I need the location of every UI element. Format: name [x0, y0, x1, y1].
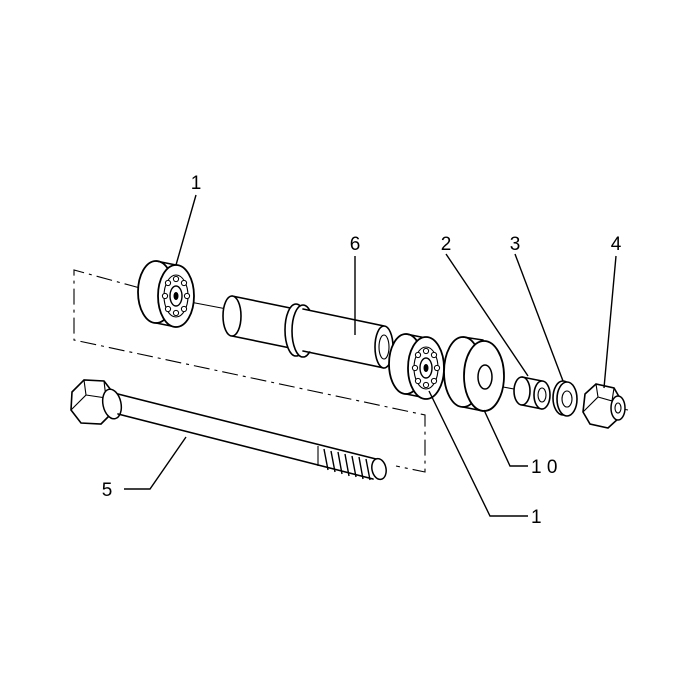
- bearing-part-1-left: [137, 260, 195, 328]
- leader-part-5: [124, 436, 187, 490]
- leader-part-2: [445, 253, 529, 377]
- sleeve-part-6: [222, 295, 394, 369]
- bolt-part-5: [70, 379, 387, 481]
- bearing-part-1-right: [388, 333, 445, 400]
- callout-part-4: 4: [611, 234, 622, 255]
- alignment-frame: [73, 269, 426, 473]
- spacer-part-2: [502, 376, 551, 410]
- callout-part-10: 1 0: [531, 457, 557, 478]
- leader-part-10: [483, 409, 528, 467]
- leader-part-4: [603, 255, 617, 389]
- leader-part-1-bottom: [428, 390, 528, 517]
- nut-part-4: [582, 383, 626, 429]
- callout-part-3: 3: [510, 234, 521, 255]
- callout-part-1-top: 1: [191, 173, 202, 194]
- leader-part-3: [514, 253, 564, 382]
- callout-part-2: 2: [441, 234, 452, 255]
- leader-lines: [124, 194, 617, 517]
- washer-part-3: [552, 380, 578, 417]
- bushing-part-10: [443, 336, 505, 412]
- callout-part-5: 5: [102, 480, 113, 501]
- leader-part-1-top: [175, 194, 197, 266]
- callout-part-6: 6: [350, 234, 361, 255]
- callout-part-1-bottom: 1: [531, 507, 542, 528]
